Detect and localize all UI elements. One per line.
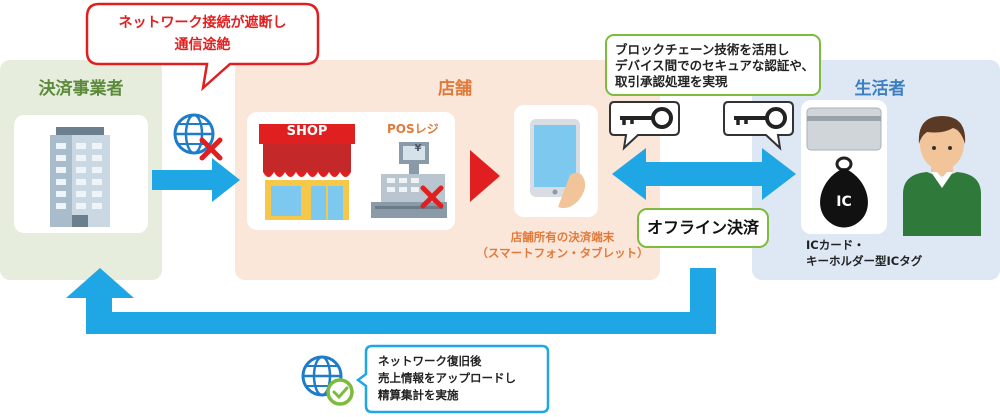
offline-exchange-arrow — [612, 148, 796, 200]
globe-disconnected-icon — [172, 112, 226, 164]
recovery-line3: 精算集計を実施 — [378, 388, 459, 402]
blockchain-line2: デバイス間でのセキュアな認証や、 — [615, 58, 815, 73]
consumer-key-bubble — [722, 100, 796, 152]
blockchain-callout: ブロックチェーン技術を活用し デバイス間でのセキュアな認証や、 取引承認処理を実… — [605, 34, 821, 96]
ic-device-label-line2: キーホルダー型ICタグ — [806, 254, 923, 268]
network-down-callout: ネットワーク接続が遮断し 通信途絶 — [85, 2, 320, 92]
terminal-label-line2: （スマートフォン・タブレット） — [476, 246, 649, 260]
recovery-callout: ネットワーク復旧後 売上情報をアップロードし 精算集計を実施 — [356, 344, 550, 414]
tablet-terminal-icon — [530, 119, 586, 209]
upload-return-arrow — [60, 268, 740, 338]
ic-card-icon — [806, 107, 882, 151]
network-down-line1: ネットワーク接続が遮断し — [118, 15, 287, 31]
terminal-label-line1: 店舗所有の決済端末 — [510, 230, 615, 244]
shop-sign-text: SHOP — [286, 124, 328, 139]
store-key-bubble — [608, 100, 682, 152]
cash-register-icon — [371, 142, 447, 218]
network-down-line2: 通信途絶 — [174, 37, 231, 53]
ic-device-card: IC — [801, 100, 887, 234]
recovery-line1: ネットワーク復旧後 — [378, 354, 482, 368]
ic-device-label-line1: ICカード・ — [806, 238, 865, 252]
red-transition-arrow — [470, 150, 500, 202]
payment-terminal-card — [514, 105, 598, 217]
offline-payment-label: オフライン決済 — [637, 208, 769, 248]
provider-to-store-arrow — [152, 158, 242, 202]
consumer-person-icon — [897, 108, 987, 236]
ic-keychain-tag-icon — [820, 156, 868, 228]
pos-register-label: POSレジ — [387, 122, 439, 136]
settlement-building-card — [14, 115, 148, 233]
blockchain-line1: ブロックチェーン技術を活用し — [615, 42, 790, 57]
settlement-panel-title: 決済事業者 — [38, 79, 124, 99]
recovery-line2: 売上情報をアップロードし — [378, 371, 516, 385]
blockchain-line3: 取引承認処理を実現 — [615, 74, 728, 89]
globe-connected-icon — [300, 352, 356, 408]
ic-tag-text: IC — [836, 194, 852, 210]
register-yen-symbol: ¥ — [414, 143, 422, 154]
consumer-panel-title: 生活者 — [854, 79, 906, 99]
store-panel-title: 店舗 — [438, 79, 472, 99]
store-equipment-card: SHOP POSレジ ¥ — [247, 112, 455, 230]
office-building-icon — [50, 127, 110, 227]
shop-icon — [259, 124, 355, 220]
